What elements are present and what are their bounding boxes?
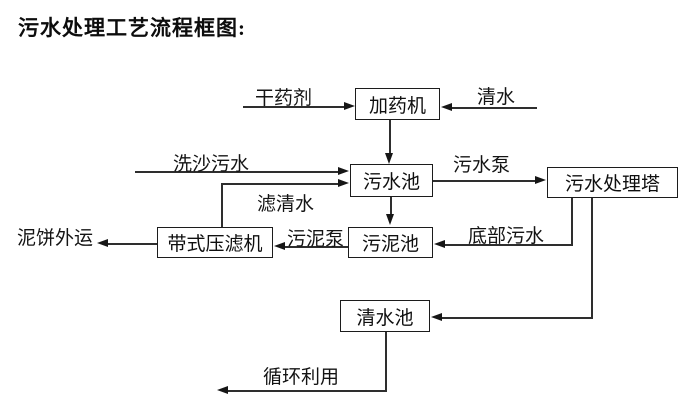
node-label-belt-filter-press: 带式压滤机 — [167, 234, 263, 255]
node-label-treatment-tower: 污水处理塔 — [564, 174, 660, 195]
connector-bottom-sewage-vline — [571, 198, 573, 245]
connector-tower-to-clean-vline — [591, 198, 593, 319]
arrowhead-into-sludge-right-icon — [434, 240, 445, 248]
node-dosing-machine: 加药机 — [355, 88, 440, 120]
connector-dry-chemical-line — [243, 106, 344, 108]
connector-clean-water-line — [452, 107, 537, 109]
node-label-sludge-pool: 污泥池 — [361, 234, 419, 255]
arrowhead-into-press-right-icon — [274, 242, 285, 250]
connector-sewage-pump-line — [433, 180, 535, 182]
connector-sewage-to-sludge-line — [390, 197, 392, 215]
connector-sand-washing-line — [135, 171, 338, 173]
arrowhead-into-tower-icon — [535, 176, 546, 184]
connector-recycling-hline — [228, 390, 387, 392]
flow-label-clean-water: 清水 — [477, 87, 516, 108]
page-title: 污水处理工艺流程框图: — [18, 16, 246, 40]
arrowhead-into-sewage-left2-icon — [338, 179, 349, 187]
connector-dosing-to-sewage-line — [389, 120, 391, 154]
connector-bottom-sewage-hline — [445, 244, 573, 246]
flow-label-sand-washing-sewage: 洗沙污水 — [173, 154, 250, 175]
arrowhead-mud-cake-icon — [97, 239, 108, 247]
node-sewage-pool: 污水池 — [350, 164, 433, 197]
flow-label-bottom-sewage: 底部污水 — [468, 226, 545, 247]
node-belt-filter-press: 带式压滤机 — [157, 227, 273, 258]
node-label-sewage-pool: 污水池 — [362, 172, 420, 193]
arrowhead-into-sewage-top-icon — [385, 153, 393, 164]
connector-tower-to-clean-hline — [442, 317, 593, 319]
flow-label-dry-chemical: 干药剂 — [255, 88, 313, 109]
node-label-dosing-machine: 加药机 — [368, 95, 426, 117]
arrowhead-into-dosing-left-icon — [344, 102, 355, 110]
node-treatment-tower: 污水处理塔 — [547, 167, 678, 198]
flow-label-recycling-use: 循环利用 — [263, 367, 340, 388]
flow-label-mud-cake-transport: 泥饼外运 — [17, 228, 94, 249]
arrowhead-into-sewage-left1-icon — [338, 167, 349, 175]
flow-label-sludge-pump: 污泥泵 — [287, 229, 345, 250]
arrowhead-into-sludge-top-icon — [386, 214, 394, 225]
node-sludge-pool: 污泥池 — [348, 227, 433, 258]
flow-label-sewage-pump: 污水泵 — [453, 155, 511, 176]
arrowhead-into-dosing-right-icon — [441, 103, 452, 111]
connector-recycling-vline — [385, 332, 387, 391]
node-clean-water-pool: 清水池 — [340, 300, 430, 332]
connector-mud-cake-line — [108, 243, 157, 245]
connector-filtered-water-vline — [221, 184, 223, 227]
connector-filtered-water-hline — [221, 183, 338, 185]
node-label-clean-water-pool: 清水池 — [356, 307, 414, 329]
flow-label-filtered-clean-water: 滤清水 — [257, 194, 315, 215]
arrowhead-into-clean-right-icon — [431, 313, 442, 321]
connector-sludge-pump-line — [285, 246, 348, 248]
arrowhead-recycling-icon — [217, 386, 228, 394]
